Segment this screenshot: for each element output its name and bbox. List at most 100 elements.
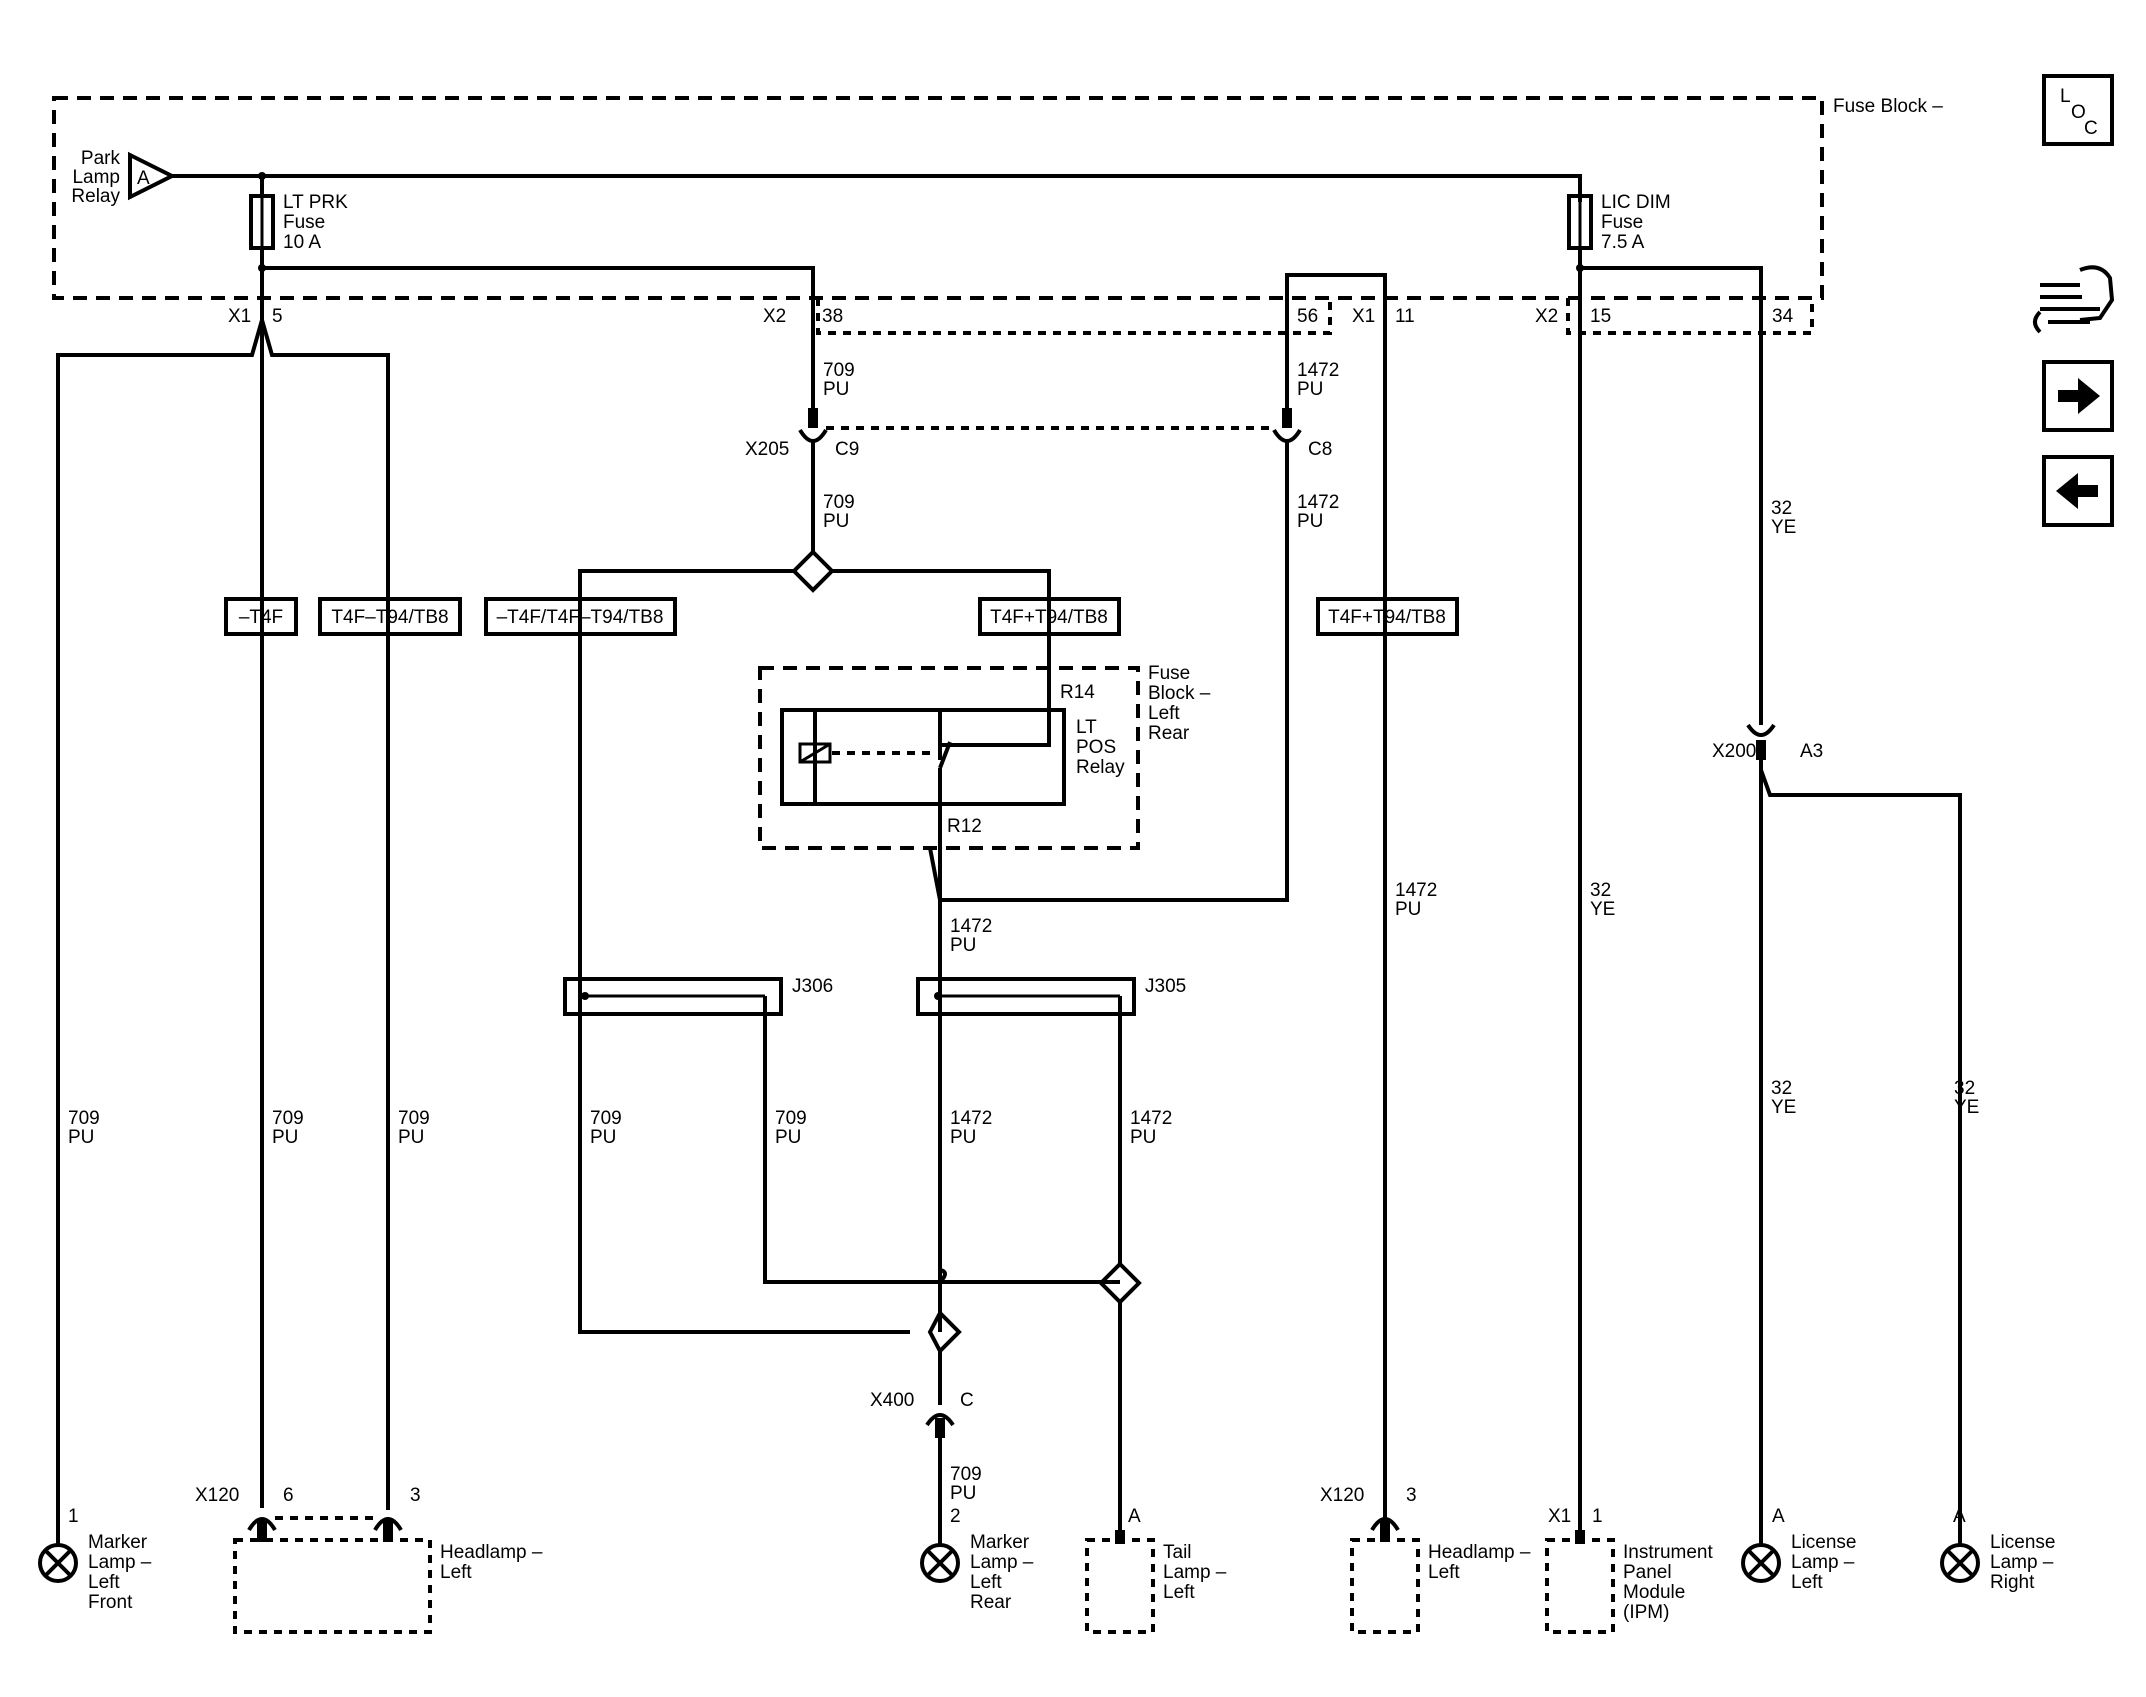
svg-text:709: 709 <box>823 492 855 513</box>
svg-text:PU: PU <box>823 379 849 400</box>
svg-text:709: 709 <box>823 360 855 381</box>
svg-text:Left: Left <box>440 1562 472 1583</box>
splice-pack-j305 <box>916 977 1136 1016</box>
x205-c9-male-pin <box>808 408 818 428</box>
park-lamp-relay-pin: A <box>137 168 150 189</box>
c9-label: C9 <box>835 439 859 460</box>
svg-text:PU: PU <box>1297 379 1323 400</box>
svg-text:Lamp: Lamp <box>72 167 120 188</box>
connector-icon[interactable] <box>2033 265 2115 334</box>
x200-label: X200 <box>1712 741 1756 762</box>
license-lamp-left-icon <box>1741 1543 1781 1583</box>
svg-text:X1: X1 <box>1352 306 1375 327</box>
svg-text:Module: Module <box>1623 1582 1685 1603</box>
bottom-connector-labels: X120 6 3 X120 3 X1 1 1 2 A A A <box>68 1485 1966 1527</box>
svg-text:Front: Front <box>88 1592 133 1613</box>
svg-text:A: A <box>1128 1506 1141 1527</box>
x120-right-female <box>1370 1517 1400 1532</box>
next-page-button[interactable] <box>2042 360 2114 432</box>
previous-page-button[interactable] <box>2042 455 2114 527</box>
headlamp-left-label: Headlamp –Left <box>440 1542 543 1583</box>
x205-c8-male-pin <box>1282 408 1292 428</box>
svg-text:X2: X2 <box>1535 306 1558 327</box>
svg-text:15: 15 <box>1590 306 1611 327</box>
svg-text:32: 32 <box>1954 1078 1975 1099</box>
svg-text:YE: YE <box>1771 1097 1796 1118</box>
option-splice-diamond <box>791 549 835 593</box>
previous-page-arrow-icon <box>2056 473 2098 509</box>
svg-text:Rear: Rear <box>970 1592 1012 1613</box>
x120-pin3-male <box>383 1520 393 1542</box>
svg-text:Lamp –: Lamp – <box>1163 1562 1227 1583</box>
wire-709-j306-out <box>763 996 1120 1284</box>
svg-text:Rear: Rear <box>1148 723 1190 744</box>
wire-32ye-license-right <box>1759 769 1962 1545</box>
svg-text:6: 6 <box>283 1485 294 1506</box>
svg-text:X1: X1 <box>1548 1506 1571 1527</box>
svg-text:A: A <box>1953 1506 1966 1527</box>
svg-text:11: 11 <box>1395 306 1415 327</box>
svg-text:LT PRK: LT PRK <box>283 192 348 213</box>
svg-text:3: 3 <box>410 1485 421 1506</box>
next-page-arrow-icon <box>2058 378 2100 414</box>
svg-text:1472: 1472 <box>1297 360 1339 381</box>
svg-text:Fuse: Fuse <box>283 212 325 233</box>
x400-female <box>925 1413 955 1427</box>
svg-text:1: 1 <box>68 1506 79 1527</box>
j306-label: J306 <box>792 976 833 997</box>
wire-709-neg-t4f <box>578 569 910 1334</box>
option-tag-t4f-t94: T4F–T94/TB8 <box>318 597 462 636</box>
svg-text:LT: LT <box>1076 717 1097 738</box>
wire-crossover <box>938 1268 947 1284</box>
svg-text:T4F+T94/TB8: T4F+T94/TB8 <box>1328 607 1446 628</box>
x400-label: X400 <box>870 1390 914 1411</box>
component-locator-button[interactable]: L O C <box>2042 74 2114 146</box>
svg-text:PU: PU <box>590 1127 616 1148</box>
svg-text:PU: PU <box>1297 511 1323 532</box>
svg-text:709: 709 <box>68 1108 100 1129</box>
relay-pin-r14: R14 <box>1060 682 1095 703</box>
locator-c: C <box>2084 118 2098 139</box>
svg-text:PU: PU <box>1130 1127 1156 1148</box>
connector-x2-right-dashed <box>1566 298 1814 335</box>
park-lamp-relay-terminal <box>128 151 177 201</box>
svg-text:709: 709 <box>272 1108 304 1129</box>
svg-text:Headlamp –: Headlamp – <box>440 1542 543 1563</box>
svg-text:709: 709 <box>950 1464 982 1485</box>
svg-text:PU: PU <box>398 1127 424 1148</box>
fuse-block-left-rear-outline <box>758 666 1140 850</box>
svg-text:PU: PU <box>950 1127 976 1148</box>
option-splice-diamond <box>927 1309 962 1355</box>
svg-text:PU: PU <box>68 1127 94 1148</box>
svg-text:Park: Park <box>81 148 121 169</box>
wire-1472-to-relay <box>928 440 1289 902</box>
svg-text:Lamp –: Lamp – <box>1791 1552 1855 1573</box>
svg-text:PU: PU <box>272 1127 298 1148</box>
wire-to-x2-34 <box>1580 266 1763 680</box>
svg-text:Headlamp –: Headlamp – <box>1428 1542 1531 1563</box>
svg-text:Marker: Marker <box>88 1532 148 1553</box>
svg-text:–T4F: –T4F <box>239 607 283 628</box>
svg-text:Block –: Block – <box>1148 683 1211 704</box>
c8-label: C8 <box>1308 439 1332 460</box>
x205-c9-female <box>798 428 828 443</box>
x205-c8-female <box>1272 428 1302 443</box>
svg-text:709: 709 <box>775 1108 807 1129</box>
wire-709-relay <box>832 569 1051 760</box>
svg-text:Left: Left <box>1148 703 1180 724</box>
x400-pin-label: C <box>960 1390 974 1411</box>
